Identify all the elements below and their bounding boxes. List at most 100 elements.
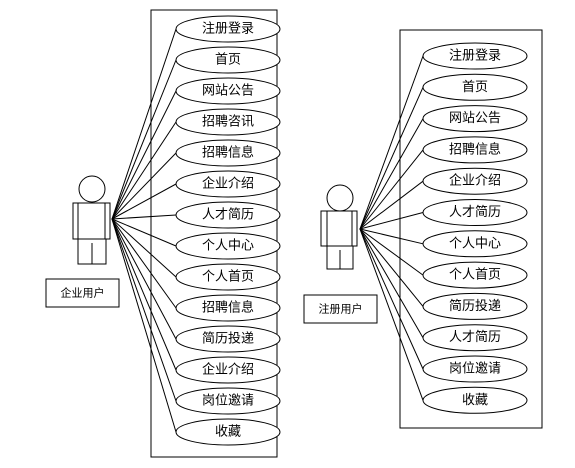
use-case-ellipse — [422, 105, 528, 133]
association-line — [359, 228, 424, 307]
use-case-ellipse — [175, 418, 281, 446]
right-association-lines — [359, 55, 424, 401]
use-case-ellipse — [175, 387, 281, 415]
use-case-label: 注册登录 — [202, 22, 254, 37]
use-case-label: 人才简历 — [449, 329, 501, 345]
use-case: 人才简历 — [422, 324, 528, 352]
use-case-label: 招聘信息 — [202, 145, 254, 161]
use-case-label: 岗位邀请 — [202, 394, 254, 409]
use-case: 个人中心 — [175, 232, 281, 260]
association-line — [111, 218, 177, 371]
use-case-ellipse — [175, 77, 281, 105]
use-case-ellipse — [422, 73, 528, 101]
use-case: 个人首页 — [175, 263, 281, 291]
use-case-label: 企业介绍 — [202, 362, 254, 378]
use-case-ellipse — [422, 136, 528, 164]
association-line — [111, 218, 177, 402]
use-case: 网站公告 — [422, 105, 528, 133]
use-case-ellipse — [422, 42, 528, 70]
association-line — [111, 152, 177, 220]
use-case-ellipse — [175, 108, 281, 136]
use-case-ellipse — [422, 261, 528, 289]
use-case-ellipse — [422, 292, 528, 320]
use-case: 收藏 — [422, 386, 528, 414]
right-actor-label: 注册用户 — [319, 302, 363, 316]
use-case-ellipse — [175, 294, 281, 322]
right-diagram: 注册登录首页网站公告招聘信息企业介绍人才简历个人中心个人首页简历投递人才简历岗位… — [303, 29, 543, 429]
left-association-lines — [111, 28, 177, 433]
use-case: 企业介绍 — [175, 356, 281, 384]
use-case-ellipse — [175, 232, 281, 260]
association-line — [359, 180, 424, 230]
use-case: 首页 — [422, 73, 528, 101]
right-system-boundary — [399, 29, 543, 429]
use-case-label: 收藏 — [215, 425, 241, 440]
association-line — [111, 218, 177, 340]
use-case-label: 个人中心 — [202, 239, 254, 254]
use-case-ellipse — [422, 386, 528, 414]
association-line — [111, 59, 177, 220]
use-case-label: 人才简历 — [202, 207, 254, 223]
use-case-ellipse — [175, 139, 281, 167]
association-line — [359, 228, 424, 338]
use-case-ellipse — [175, 325, 281, 353]
association-line — [111, 218, 177, 278]
use-case-label: 网站公告 — [449, 111, 501, 126]
left-actor-label-box — [45, 278, 120, 308]
use-case: 企业介绍 — [422, 167, 528, 195]
association-line — [111, 183, 177, 220]
use-case-ellipse — [175, 356, 281, 384]
use-case: 注册登录 — [175, 15, 281, 43]
use-case: 人才简历 — [175, 201, 281, 229]
association-line — [359, 212, 424, 230]
use-case-label: 人才简历 — [449, 204, 501, 220]
association-line — [359, 228, 424, 401]
use-case: 招聘信息 — [175, 139, 281, 167]
use-case: 人才简历 — [422, 199, 528, 226]
use-case: 简历投递 — [175, 325, 281, 353]
use-case-label: 招聘信息 — [449, 141, 501, 157]
association-line — [111, 218, 177, 309]
association-line — [111, 121, 177, 220]
association-line — [111, 218, 177, 247]
association-line — [111, 218, 177, 433]
use-case-label: 简历投递 — [202, 331, 254, 347]
use-case: 招聘信息 — [422, 136, 528, 164]
association-line — [359, 149, 424, 230]
left-actor-label: 企业用户 — [61, 286, 105, 300]
use-case-ellipse — [175, 170, 281, 198]
right-actor-label-box — [303, 294, 378, 324]
use-case: 招聘咨讯 — [175, 108, 281, 136]
use-case-ellipse — [175, 263, 281, 291]
use-case: 岗位邀请 — [422, 355, 528, 383]
use-case-label: 岗位邀请 — [449, 362, 501, 377]
use-case-label: 收藏 — [462, 393, 488, 408]
use-case-label: 企业介绍 — [202, 176, 254, 192]
use-case-label: 个人首页 — [449, 268, 501, 283]
use-case-label: 招聘咨讯 — [202, 115, 254, 130]
use-case-ellipse — [175, 201, 281, 229]
stick-figure-actor-icon — [320, 184, 358, 270]
use-case-label: 注册登录 — [449, 49, 501, 64]
use-case-ellipse — [175, 46, 281, 74]
right-use-cases: 注册登录首页网站公告招聘信息企业介绍人才简历个人中心个人首页简历投递人才简历岗位… — [422, 42, 528, 414]
association-line — [359, 228, 424, 370]
use-case-ellipse — [422, 324, 528, 352]
use-case: 岗位邀请 — [175, 387, 281, 415]
association-line — [111, 28, 177, 220]
use-case: 首页 — [175, 46, 281, 74]
use-case-label: 企业介绍 — [449, 173, 501, 189]
use-case: 收藏 — [175, 418, 281, 446]
use-case-label: 简历投递 — [449, 298, 501, 314]
use-case-ellipse — [422, 199, 528, 226]
use-case-ellipse — [175, 15, 281, 43]
use-case-ellipse — [422, 230, 528, 258]
use-case-ellipse — [422, 355, 528, 383]
association-line — [359, 87, 424, 230]
left-use-cases: 注册登录首页网站公告招聘咨讯招聘信息企业介绍人才简历个人中心个人首页招聘信息简历… — [175, 15, 281, 446]
use-case: 个人中心 — [422, 230, 528, 258]
use-case: 注册登录 — [422, 42, 528, 70]
use-case-label: 个人中心 — [449, 236, 501, 251]
left-system-boundary — [150, 9, 278, 458]
